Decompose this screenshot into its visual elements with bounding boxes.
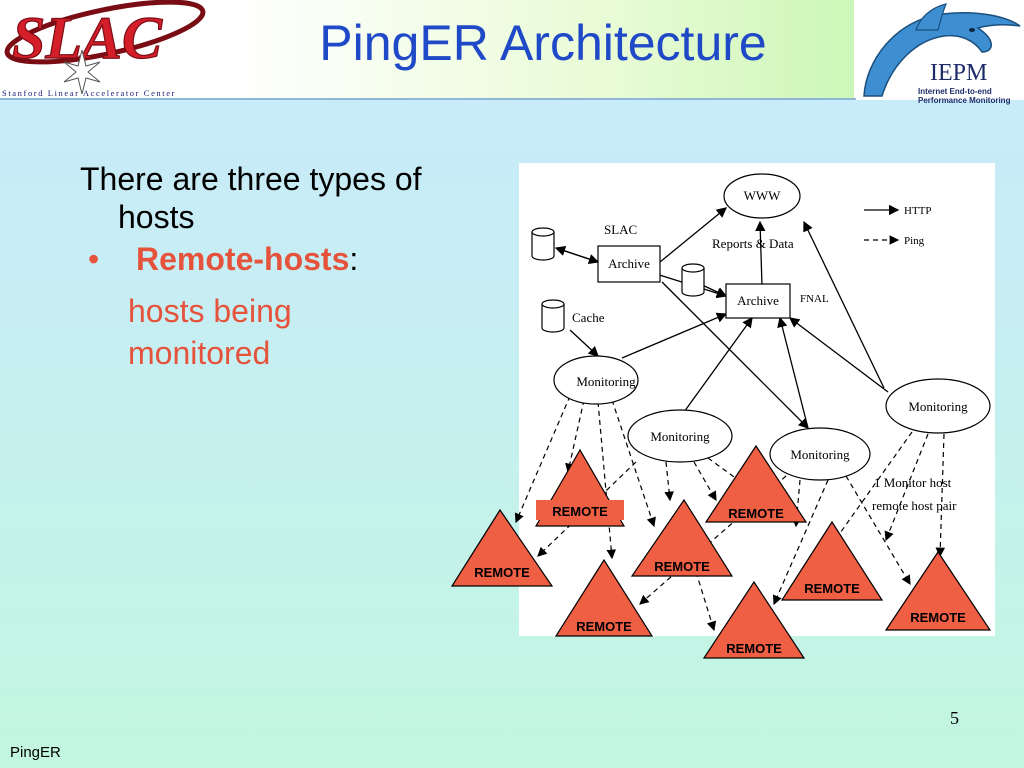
- note-line-1: 1 Monitor host: [874, 475, 952, 490]
- bullet-title: Remote-hosts: [136, 241, 350, 277]
- iepm-subtitle: Internet End-to-end Performance Monitori…: [918, 87, 1011, 105]
- remote-triangle: [704, 444, 808, 523]
- ping-arrow: [695, 571, 717, 632]
- monitoring-node: [627, 409, 733, 463]
- database-icon: [681, 263, 705, 297]
- http-links: [554, 204, 900, 429]
- monitoring-nodes: [553, 355, 991, 481]
- fnal-label: FNAL: [800, 293, 829, 305]
- intro-line-1: There are three types of: [80, 161, 422, 197]
- remote-label-box: [536, 500, 624, 520]
- remote-host: REMOTE: [534, 448, 626, 527]
- remote-triangle: [450, 508, 554, 587]
- remote-host: REMOTE: [884, 550, 992, 631]
- slide-body: There are three types of hosts • Remote-…: [80, 160, 510, 374]
- intro-text: There are three types of hosts: [80, 160, 510, 236]
- reports-label: Reports & Data: [712, 236, 794, 251]
- database-icon: [541, 299, 565, 333]
- monitoring-label: Monitoring: [908, 399, 968, 414]
- ping-arrow: [597, 401, 617, 560]
- remote-triangle: [884, 550, 992, 631]
- slac-logo: SLAC: [4, 0, 206, 95]
- fnal-archive-label: Archive: [737, 293, 779, 308]
- remote-label: REMOTE: [474, 565, 530, 580]
- header-divider: [0, 98, 1024, 100]
- monitoring-node: [769, 427, 871, 481]
- remote-host: REMOTE: [450, 508, 554, 587]
- ping-arrow: [664, 461, 674, 502]
- monitoring-label: Monitoring: [790, 447, 850, 462]
- remote-label: REMOTE: [910, 610, 966, 625]
- monitoring-node: [885, 378, 991, 434]
- slide-title: PingER Architecture: [319, 15, 767, 71]
- iepm-logo-text: IEPM: [930, 60, 988, 86]
- ping-arrow: [611, 399, 656, 528]
- bullet-description: hosts being monitored: [80, 290, 510, 374]
- remote-label: REMOTE: [576, 619, 632, 634]
- remote-host: REMOTE: [630, 498, 734, 577]
- remote-host: REMOTE: [704, 444, 808, 523]
- monitoring-label: Monitoring: [650, 429, 710, 444]
- http-arrow: [661, 281, 809, 429]
- footer-label: PingER: [10, 744, 61, 761]
- ping-arrow: [845, 475, 911, 586]
- www-label: WWW: [744, 188, 782, 203]
- ping-arrow: [693, 461, 717, 502]
- http-arrow: [683, 316, 753, 413]
- http-arrow: [569, 329, 599, 357]
- slac-subtitle: Stanford Linear Accelerator Center: [2, 88, 177, 98]
- database-icon: [531, 227, 555, 261]
- cache-label: Cache: [572, 310, 605, 325]
- bullet-desc-line-1: hosts being: [128, 293, 292, 329]
- ping-arrow: [935, 433, 946, 558]
- slac-archive-caption: SLAC: [604, 222, 637, 237]
- http-arrow: [803, 220, 885, 389]
- bullet-item: • Remote-hosts:: [80, 240, 510, 278]
- database-icons: [531, 227, 705, 333]
- ping-arrow: [565, 399, 585, 474]
- bullet-desc-line-2: monitored: [128, 335, 271, 371]
- title-band: [232, 0, 854, 98]
- slac-logo-text: SLAC: [12, 5, 163, 71]
- legend-ping-label: Ping: [904, 235, 925, 247]
- monitoring-node: [553, 355, 639, 405]
- http-arrow: [777, 316, 809, 429]
- remote-label: REMOTE: [728, 506, 784, 521]
- ping-arrow: [884, 433, 929, 542]
- ping-arrow: [514, 395, 571, 524]
- http-arrow: [788, 317, 889, 393]
- http-arrow: [659, 207, 728, 263]
- remote-label: REMOTE: [552, 504, 608, 519]
- bullet-colon: :: [349, 241, 359, 277]
- remote-label: REMOTE: [654, 559, 710, 574]
- http-arrow: [621, 312, 728, 359]
- note-line-2: remote host pair: [872, 498, 957, 513]
- www-node: [723, 173, 801, 219]
- ping-arrow: [807, 431, 913, 579]
- remote-host: REMOTE: [702, 580, 806, 659]
- remote-triangle: [780, 520, 884, 601]
- remote-triangle: [554, 558, 654, 637]
- http-arrow: [554, 245, 599, 263]
- remote-triangle: [702, 580, 806, 659]
- slac-archive-box: [597, 245, 661, 283]
- legend-http-label: HTTP: [904, 205, 932, 217]
- monitoring-label: Monitoring: [576, 374, 636, 389]
- http-arrow: [755, 220, 766, 287]
- intro-line-2: hosts: [118, 199, 195, 235]
- remote-label: REMOTE: [726, 641, 782, 656]
- fnal-archive-box: [725, 283, 791, 319]
- remote-host: REMOTE: [554, 558, 654, 637]
- remote-label: REMOTE: [804, 581, 860, 596]
- remote-host: REMOTE: [780, 520, 884, 601]
- ping-arrow: [772, 479, 829, 606]
- slac-archive-label: Archive: [608, 256, 650, 271]
- bullet-marker: •: [88, 241, 100, 277]
- page-number: 5: [950, 708, 959, 728]
- remote-triangle: [630, 498, 734, 577]
- iepm-dolphin-logo: [856, 0, 1024, 100]
